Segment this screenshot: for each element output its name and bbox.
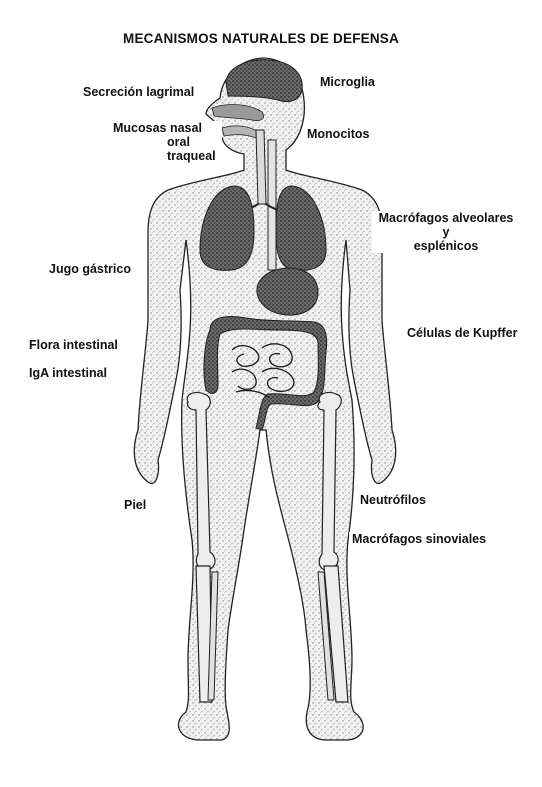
- stomach: [257, 268, 318, 315]
- label-monocitos: Monocitos: [304, 127, 373, 141]
- label-celulas-kupffer: Células de Kupffer: [404, 326, 520, 340]
- label-flora-intestinal: Flora intestinal: [26, 338, 121, 352]
- label-macrofagos-line1: Macrófagos alveolares: [375, 211, 517, 225]
- label-macrofagos-line3: esplénicos: [375, 239, 517, 253]
- label-neutrofilos: Neutrófilos: [357, 493, 429, 507]
- brain-shape: [226, 60, 302, 102]
- label-macrofagos-line2: y: [375, 225, 517, 239]
- label-piel: Piel: [121, 498, 149, 512]
- label-mucosas-oral: oral: [113, 135, 219, 149]
- label-microglia: Microglia: [317, 75, 378, 89]
- label-iga-intestinal: IgA intestinal: [26, 366, 110, 380]
- trachea: [256, 130, 266, 204]
- label-jugo-gastrico: Jugo gástrico: [46, 262, 134, 276]
- label-mucosas-traqueal: traqueal: [113, 149, 219, 163]
- label-mucosas: Mucosas nasal oral traqueal: [110, 121, 222, 163]
- label-macrofagos-alveolares: Macrófagos alveolares y esplénicos: [372, 211, 520, 253]
- label-macrofagos-sinoviales: Macrófagos sinoviales: [349, 532, 489, 546]
- label-secrecion-lagrimal: Secreción lagrimal: [80, 85, 197, 99]
- diagram-title: MECANISMOS NATURALES DE DEFENSA: [118, 31, 404, 47]
- label-mucosas-nasal: Mucosas nasal: [113, 121, 219, 135]
